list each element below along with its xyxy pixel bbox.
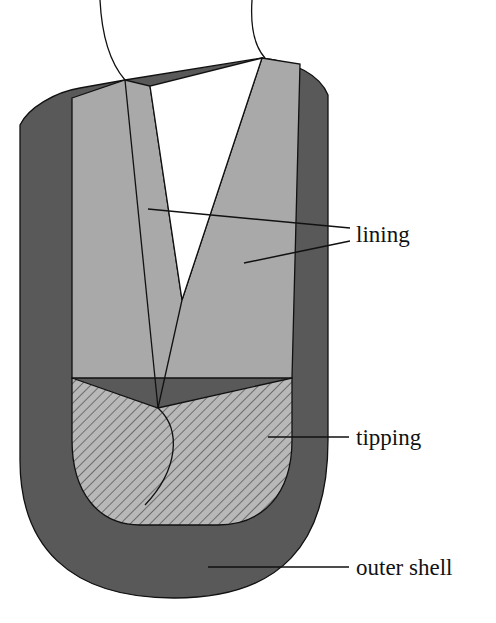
leader-line — [244, 241, 350, 263]
fold-line — [145, 408, 173, 505]
fold-line — [125, 80, 158, 408]
leader-line — [148, 209, 350, 228]
lining — [72, 58, 300, 378]
neck-opening — [150, 58, 262, 300]
leader-line — [208, 566, 349, 568]
part-label: outer shell — [356, 556, 452, 579]
fold-line — [158, 300, 182, 408]
part-label: tipping — [356, 426, 421, 449]
neck-line — [100, 0, 125, 80]
neck-line — [252, 0, 265, 58]
leader-line — [268, 436, 349, 438]
tipping — [72, 378, 292, 525]
outer-shell — [20, 58, 328, 598]
part-label: lining — [356, 223, 410, 246]
